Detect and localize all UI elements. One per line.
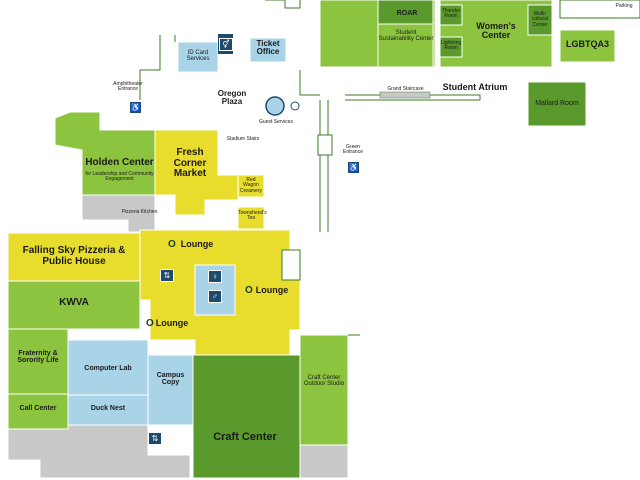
parking-area [559, 0, 640, 19]
campus-copy-label: Campus Copy [156, 372, 185, 387]
call-center-room [7, 393, 69, 430]
grand-staircase-label: Grand Staircase [387, 86, 424, 92]
call-center-label: Call Center [19, 405, 57, 412]
amphitheater-label: Amphitheater Entrance [113, 81, 143, 93]
restroom-icon-lounge-2: ♂ [208, 290, 222, 303]
multicultural-shape [527, 4, 553, 36]
pizzeria-kitchen-label: Pizzeria Kitchen [121, 209, 158, 215]
fraternity-label: Fraternity & Sorority Life [17, 350, 59, 365]
craft-center [192, 354, 301, 479]
fraternity-room [7, 328, 69, 395]
oregon-plaza-label: Oregon Plaza [217, 89, 247, 107]
falling-sky-label: Falling Sky Pizzeria & Public House [22, 245, 126, 267]
id-card-label: ID Card Services [186, 50, 210, 63]
craft-center-label: Craft Center [213, 431, 277, 443]
oregon-o-icon [290, 101, 300, 111]
thunder-room-shape [439, 4, 463, 26]
lgbtqa3-room [559, 29, 616, 63]
kwva-label: KWVA [59, 297, 89, 308]
id-corridor [139, 35, 176, 100]
lounge-stairs [281, 249, 301, 281]
lightning-room-shape [439, 36, 463, 58]
green-entrance-corridor [319, 100, 329, 232]
campus-copy [147, 354, 194, 426]
sustainability-label: Student Sustainability Center [378, 30, 434, 43]
holden-sub-label: for Leadership and Community Engagement [85, 171, 154, 183]
townshends-tea [237, 206, 265, 230]
thunder-label: Thunder Room [441, 8, 461, 20]
lgbtqa3-label: LGBTQA3 [565, 39, 609, 49]
duck-nest [67, 394, 149, 426]
green-entrance-label: Green Entrance [342, 144, 363, 156]
lightning-label: Lightning Room [440, 40, 462, 52]
duck-nest-label: Duck Nest [90, 405, 126, 412]
bottom-corridor [7, 424, 191, 479]
red-wagon-creamery [237, 174, 265, 198]
holden-center-label: Holden Center [85, 157, 154, 168]
multicultural-label: Multi-cultural Center [531, 11, 549, 28]
townshends-label: Townshend's Tea [238, 210, 267, 222]
ticket-office-room [249, 37, 287, 63]
ticket-office-label: Ticket Office [256, 39, 280, 57]
craft-bottom-gray [299, 444, 349, 479]
guest-services-icon [265, 96, 285, 116]
restroom-icon: ⚥ [219, 38, 233, 51]
parking-label: Parking [615, 3, 633, 9]
oregon-o-icon-lounge-right: O [245, 285, 253, 296]
stadium-stairs-label: Stadium Stairs [226, 136, 260, 142]
holden-center [54, 111, 156, 196]
computer-lab [67, 339, 149, 396]
falling-sky [7, 232, 141, 282]
fresh-corner-market [154, 129, 239, 216]
accessible-icon: ♿ [130, 102, 141, 113]
lounge-top-label: Lounge [180, 239, 214, 249]
computer-lab-label: Computer Lab [84, 365, 132, 372]
guest-services-label: Guest Services [259, 119, 293, 125]
id-card-room [177, 41, 219, 73]
restroom-icon-lounge-1: ♀ [208, 270, 222, 283]
top-corridor [265, 0, 301, 9]
stairs-icon-bottom: ⇅ [148, 432, 162, 445]
sustainability-room [377, 23, 434, 68]
lounge-right-label: Lounge [255, 285, 289, 295]
craft-outdoor-label: Craft Center Outdoor Studio [303, 375, 345, 388]
kwva [7, 280, 141, 330]
stairs-icon: ⇅ [160, 269, 174, 282]
womens-center-label: Women's Center [476, 21, 516, 41]
red-wagon-label: Red Wagon Creamery [240, 177, 262, 194]
roar-label: ROAR [396, 10, 418, 17]
accessible-icon-green: ♿ [348, 162, 359, 173]
grand-staircase-shape [379, 91, 431, 99]
lounge-bottom-label: Lounge [155, 318, 189, 328]
mallard-room [527, 81, 587, 127]
fresh-corner-label: Fresh Corner Market [173, 147, 207, 179]
green-entrance-door [317, 134, 333, 156]
oregon-o-icon-lounge-top: O [168, 239, 176, 250]
oregon-o-icon-lounge-bottom: O [146, 318, 154, 329]
mallard-label: Mallard Room [535, 100, 579, 107]
craft-outdoor-studio [299, 334, 349, 446]
student-atrium-label: Student Atrium [442, 82, 508, 92]
